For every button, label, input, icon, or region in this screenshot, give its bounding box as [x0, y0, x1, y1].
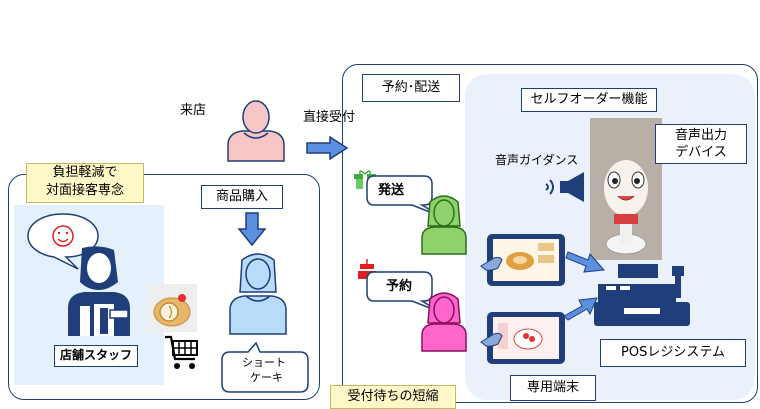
wait-reduction-box: 受付待ちの短縮 — [330, 385, 456, 409]
tablet-to-pos-arrow-lower-icon — [563, 297, 598, 321]
voice-guidance-label: 音声ガイダンス — [495, 153, 579, 167]
shortcake-line2: ケーキ — [250, 371, 283, 384]
store-panel — [8, 174, 320, 400]
reserve-delivery-title: 予約･配送 — [362, 74, 460, 102]
cake-icon — [358, 259, 376, 279]
pos-register-icon — [594, 264, 690, 326]
roll-cake-image — [147, 284, 197, 332]
staff-label: 店舗スタッフ — [54, 345, 138, 367]
customer-purchase-icon — [229, 253, 287, 335]
self-order-title: セルフオーダー機能 — [521, 88, 657, 112]
shortcake-bubble — [221, 341, 309, 393]
voice-device-robot-image — [590, 118, 662, 260]
visit-label: 来店 — [180, 103, 207, 118]
hand-upper-icon — [480, 256, 503, 271]
purchase-box: 商品購入 — [201, 185, 283, 209]
direct-reception-label: 直接受付 — [303, 110, 356, 125]
reserve-label: 予約 — [386, 279, 413, 294]
dedicated-terminal-box: 専用端末 — [510, 375, 596, 401]
speaker-icon — [545, 172, 584, 202]
burden-line1: 負担軽減で — [52, 165, 118, 180]
burden-reduction-box: 負担軽減で 対面接客専念 — [26, 163, 144, 203]
burden-line2: 対面接客専念 — [45, 183, 124, 198]
smile-bubble-icon — [27, 213, 99, 270]
pos-system-box: POSレジシステム — [600, 339, 746, 367]
voice-output-device-box: 音声出力 デバイス — [655, 124, 747, 164]
customer-visit-icon — [227, 100, 285, 162]
ship-label: 発送 — [378, 183, 405, 198]
tablet-to-pos-arrow-upper-icon — [565, 251, 606, 273]
customer-reserve-icon — [421, 292, 467, 352]
tablet-lower-image — [487, 312, 565, 364]
tablet-upper-image — [487, 234, 565, 286]
reserve-delivery-panel — [342, 64, 758, 403]
direct-arrow-icon — [306, 135, 349, 161]
hand-lower-icon — [480, 332, 503, 347]
purchase-down-arrow-icon — [237, 212, 267, 247]
shopping-cart-icon — [165, 335, 198, 369]
staff-person-icon — [68, 246, 130, 336]
customer-ship-icon — [421, 195, 467, 255]
shortcake-line1: ショート — [242, 356, 286, 369]
